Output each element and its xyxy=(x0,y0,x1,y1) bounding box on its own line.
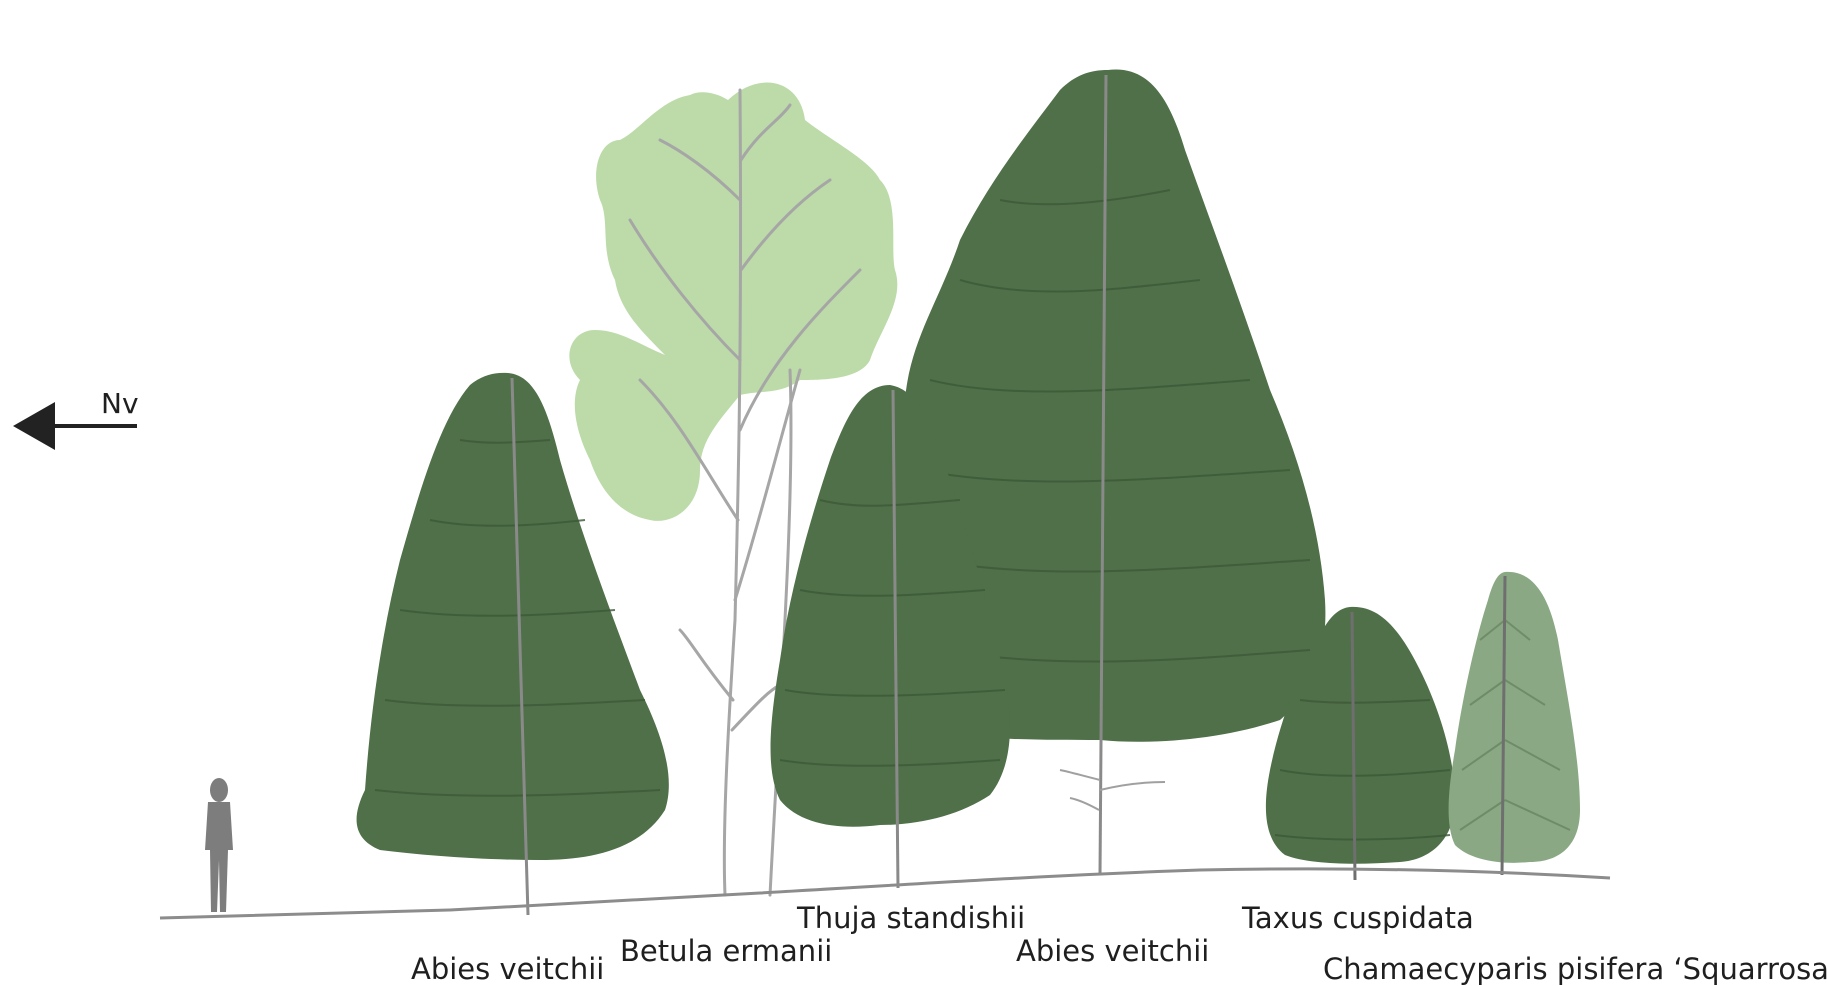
label-betula-ermanii: Betula ermanii xyxy=(620,937,832,966)
north-label: Nv xyxy=(101,390,139,418)
tree-chamaecyparis-pisifera xyxy=(1449,572,1580,875)
human-scale-figure xyxy=(205,778,233,912)
label-chamaecyparis-pisifera: Chamaecyparis pisifera ‘Squarrosa’ xyxy=(1323,955,1827,984)
label-abies-veitchii-2: Abies veitchii xyxy=(1016,937,1209,966)
label-abies-veitchii-1: Abies veitchii xyxy=(411,955,604,984)
label-thuja-standishii: Thuja standishii xyxy=(797,904,1025,933)
label-taxus-cuspidata: Taxus cuspidata xyxy=(1242,904,1474,933)
